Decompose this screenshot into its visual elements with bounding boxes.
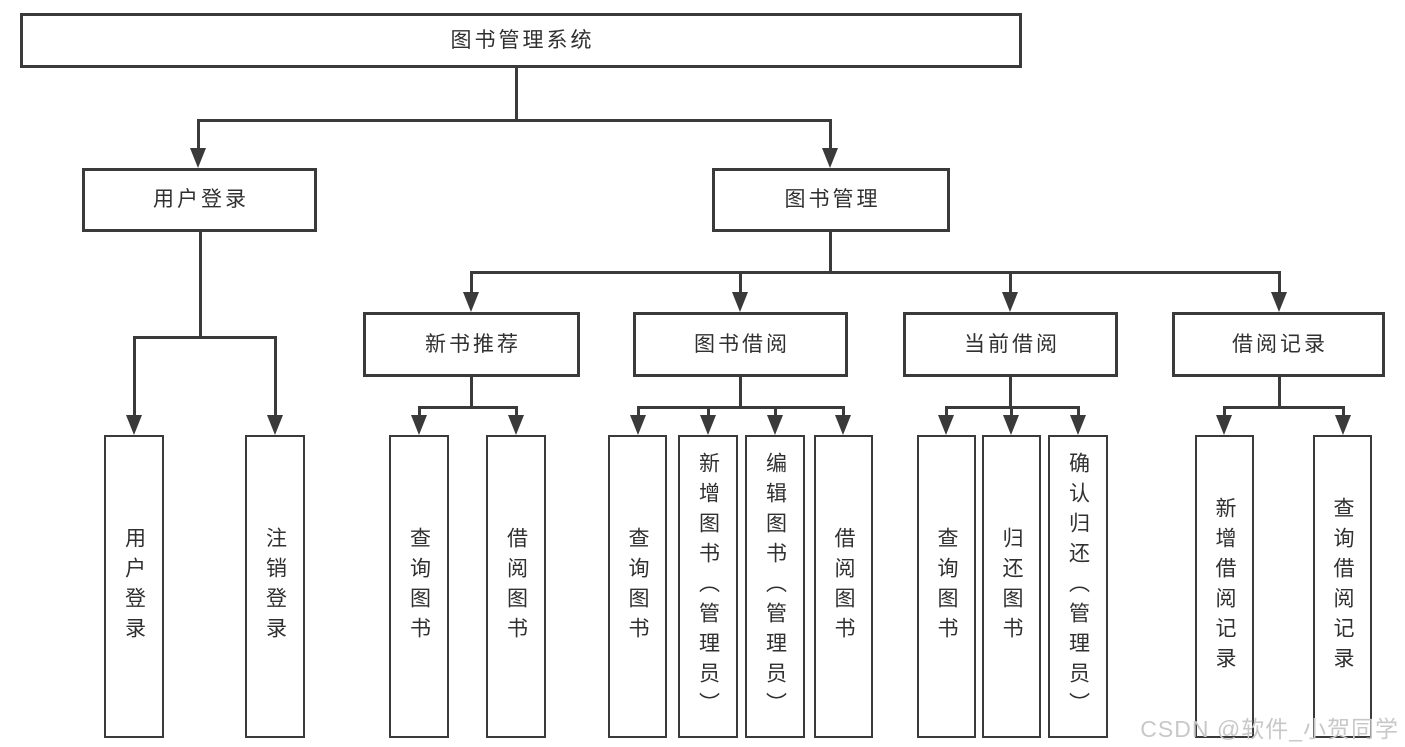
node-label-book-management: 图书管理 (784, 188, 881, 212)
node-label-leaf-query-book-3: 查询图书 (935, 526, 958, 647)
connector-line (1223, 406, 1345, 409)
arrowhead-down-icon (463, 292, 479, 312)
connector-line (842, 406, 845, 419)
node-label-leaf-return-book: 归还图书 (1000, 526, 1023, 647)
arrowhead-down-icon (732, 292, 748, 312)
node-book-management: 图书管理 (712, 168, 950, 232)
connector-line (1223, 406, 1226, 419)
node-label-leaf-query-book-2: 查询图书 (626, 526, 649, 647)
connector-line (1010, 406, 1013, 419)
connector-line (1009, 376, 1012, 409)
node-leaf-query-book-3: 查询图书 (917, 435, 976, 738)
connector-line (197, 119, 200, 152)
arrowhead-down-icon (126, 415, 142, 435)
connector-line (274, 336, 277, 419)
arrowhead-down-icon (822, 148, 838, 168)
node-leaf-add-record: 新增借阅记录 (1195, 435, 1254, 738)
connector-line (637, 406, 845, 409)
node-user-login: 用户登录 (82, 168, 317, 232)
arrowhead-down-icon (508, 415, 524, 435)
node-label-user-login: 用户登录 (153, 188, 249, 212)
connector-line (1278, 271, 1281, 296)
connector-line (515, 67, 518, 122)
connector-line (829, 119, 832, 152)
node-label-book-borrowing: 图书借阅 (694, 332, 790, 356)
connector-line (133, 336, 136, 419)
connector-line (774, 406, 777, 419)
node-label-leaf-add-record: 新增借阅记录 (1213, 496, 1236, 677)
node-label-leaf-user-login: 用户登录 (122, 526, 146, 647)
connector-line (1278, 376, 1281, 409)
connector-line (418, 406, 421, 419)
node-library-system: 图书管理系统 (20, 13, 1022, 68)
node-current-borrow: 当前借阅 (903, 312, 1118, 377)
node-leaf-add-book: 新增图书（管理员） (678, 435, 738, 738)
node-label-leaf-edit-book: 编辑图书（管理员） (763, 451, 787, 722)
node-leaf-edit-book: 编辑图书（管理员） (745, 435, 805, 738)
arrowhead-down-icon (700, 415, 716, 435)
arrowhead-down-icon (1271, 292, 1287, 312)
node-leaf-borrow-book-1: 借阅图书 (486, 435, 546, 738)
node-leaf-user-login: 用户登录 (104, 435, 164, 738)
node-book-borrowing: 图书借阅 (633, 312, 848, 377)
arrowhead-down-icon (1070, 415, 1086, 435)
node-label-library-system: 图书管理系统 (450, 28, 595, 52)
node-leaf-query-book-1: 查询图书 (389, 435, 449, 738)
node-label-leaf-add-book: 新增图书（管理员） (696, 451, 720, 722)
connector-line (1077, 406, 1080, 419)
connector-line (197, 119, 832, 122)
node-label-current-borrow: 当前借阅 (964, 332, 1060, 356)
connector-line (515, 406, 518, 419)
connector-line (133, 336, 277, 339)
node-label-new-book-rec: 新书推荐 (425, 332, 521, 356)
connector-line (707, 406, 710, 419)
arrowhead-down-icon (630, 415, 646, 435)
watermark: CSDN @软件_小贺同学 (1140, 716, 1399, 742)
node-leaf-logout: 注销登录 (245, 435, 305, 738)
connector-line (829, 231, 832, 274)
connector-line (739, 271, 742, 296)
node-label-leaf-query-book-1: 查询图书 (407, 526, 431, 647)
connector-line (637, 406, 640, 419)
node-label-leaf-query-record: 查询借阅记录 (1331, 496, 1354, 677)
arrowhead-down-icon (938, 415, 954, 435)
node-borrow-records: 借阅记录 (1172, 312, 1385, 377)
node-leaf-confirm-return: 确认归还（管理员） (1048, 435, 1108, 738)
connector-line (1342, 406, 1345, 419)
arrowhead-down-icon (835, 415, 851, 435)
node-label-leaf-confirm-return: 确认归还（管理员） (1066, 451, 1090, 722)
node-leaf-query-record: 查询借阅记录 (1313, 435, 1372, 738)
arrowhead-down-icon (267, 415, 283, 435)
connector-line (470, 271, 473, 296)
connector-line (739, 376, 742, 409)
connector-line (945, 406, 948, 419)
node-leaf-return-book: 归还图书 (982, 435, 1041, 738)
arrowhead-down-icon (1002, 292, 1018, 312)
connector-line (418, 406, 518, 409)
arrowhead-down-icon (767, 415, 783, 435)
connector-line (470, 271, 1281, 274)
node-leaf-borrow-book-2: 借阅图书 (814, 435, 873, 738)
connector-line (470, 376, 473, 409)
node-label-leaf-borrow-book-2: 借阅图书 (832, 526, 855, 647)
connector-line (199, 231, 202, 339)
node-label-borrow-records: 借阅记录 (1232, 332, 1328, 356)
node-leaf-query-book-2: 查询图书 (608, 435, 667, 738)
connector-line (1009, 271, 1012, 296)
node-new-book-rec: 新书推荐 (363, 312, 580, 377)
arrowhead-down-icon (190, 148, 206, 168)
arrowhead-down-icon (411, 415, 427, 435)
node-label-leaf-logout: 注销登录 (263, 526, 287, 647)
arrowhead-down-icon (1216, 415, 1232, 435)
node-label-leaf-borrow-book-1: 借阅图书 (504, 526, 528, 647)
arrowhead-down-icon (1003, 415, 1019, 435)
arrowhead-down-icon (1335, 415, 1351, 435)
